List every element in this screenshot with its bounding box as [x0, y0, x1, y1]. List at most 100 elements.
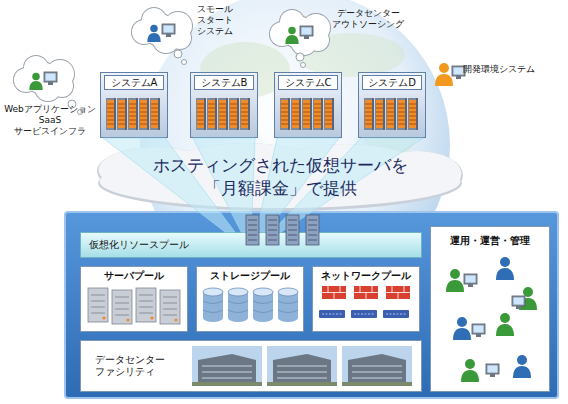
- node-text: 仮想化リソースプール: [81, 233, 421, 257]
- light-beam: [193, 138, 255, 232]
- caption-label: スモール スタート システム: [197, 4, 233, 37]
- node-text: ネットワークプール: [313, 270, 419, 282]
- storage-icon: [203, 288, 223, 322]
- user-icon: [147, 25, 161, 42]
- node-text: ホスティングされた仮想サーバを 「月額課金」で提供: [153, 154, 408, 200]
- light-beam: [103, 138, 235, 232]
- datacenter-photo: [342, 346, 412, 386]
- switch-icon: [319, 310, 345, 318]
- operator-icon: [446, 269, 464, 292]
- node-text: 運用・運営・管理: [431, 235, 549, 247]
- system-box: システムD: [358, 72, 426, 138]
- globe-land: [295, 33, 405, 77]
- switch-icon: [351, 310, 377, 318]
- server-rack: [302, 98, 312, 130]
- virtual-server: [306, 215, 319, 245]
- node-text: システムA: [104, 75, 164, 90]
- server-rack: [397, 98, 407, 130]
- thought-bubble: [269, 9, 331, 56]
- bubble-dot: [296, 53, 304, 61]
- node-text: システムD: [362, 75, 422, 90]
- node-text: ストレージプール: [197, 270, 303, 282]
- server-rack: [291, 98, 301, 130]
- user-icon: [435, 63, 453, 86]
- switch-icon: [383, 310, 409, 318]
- server-rack: [280, 98, 290, 130]
- server-rack: [218, 98, 228, 130]
- computer-icon: [162, 24, 175, 37]
- facility-box: データセンター ファシリティ: [80, 340, 422, 392]
- bubble-dot: [301, 63, 306, 68]
- server-rack: [324, 98, 334, 130]
- computer-icon: [472, 324, 485, 337]
- operator-icon: [496, 257, 514, 280]
- server-rack: [408, 98, 418, 130]
- virtual-server: [286, 215, 299, 245]
- server-rack: [313, 98, 323, 130]
- server-rack: [364, 98, 374, 130]
- server-rack: [386, 98, 396, 130]
- server-rack: [106, 98, 116, 130]
- server-rack: [375, 98, 385, 130]
- system-box: システムB: [190, 72, 258, 138]
- caption-label: 開発環境システム: [463, 64, 535, 75]
- server-icon: [112, 290, 132, 324]
- server-rack: [240, 98, 250, 130]
- operator-icon: [453, 317, 471, 340]
- node-text: データセンター ファシリティ: [95, 354, 165, 378]
- firewall-icon: [354, 286, 378, 299]
- bubble-dot: [174, 50, 182, 58]
- virtual-server: [266, 215, 279, 245]
- computer-icon: [512, 296, 525, 309]
- server-rack: [229, 98, 239, 130]
- platform-panel: [65, 212, 558, 398]
- datacenter-photo: [192, 346, 262, 386]
- pool-box: ストレージプール: [196, 266, 304, 332]
- bubble-dot: [182, 60, 187, 65]
- user-icon: [285, 27, 299, 44]
- node-text: システムB: [194, 75, 254, 90]
- server-rack: [139, 98, 149, 130]
- caption-label: Webアプリケーション SaaS サービスインフラ: [4, 104, 96, 137]
- storage-icon: [253, 288, 273, 322]
- pool-box: ネットワークプール: [312, 266, 420, 332]
- datacenter-photo: [267, 346, 337, 386]
- light-beam: [256, 138, 339, 232]
- cloud-band: ホスティングされた仮想サーバを 「月額課金」で提供: [95, 141, 465, 213]
- node-text: システムC: [278, 75, 338, 90]
- server-rack: [117, 98, 127, 130]
- storage-icon: [278, 288, 298, 322]
- system-box: システムA: [100, 72, 168, 138]
- firewall-icon: [386, 286, 410, 299]
- server-rack: [150, 98, 160, 130]
- server-rack: [128, 98, 138, 130]
- operator-icon: [461, 359, 479, 382]
- user-icon: [29, 73, 43, 90]
- computer-icon: [486, 364, 499, 377]
- server-icon: [88, 288, 108, 322]
- pool-band: 仮想化リソースプール: [80, 232, 422, 258]
- thought-bubble: [13, 55, 75, 102]
- firewall-icon: [322, 286, 346, 299]
- server-rack: [207, 98, 217, 130]
- server-icon: [160, 290, 180, 324]
- virtual-server: [246, 215, 259, 245]
- server-rack: [196, 98, 206, 130]
- operator-icon: [496, 313, 514, 336]
- computer-icon: [464, 274, 477, 287]
- ops-panel: 運用・運営・管理: [430, 226, 550, 392]
- server-icon: [136, 288, 156, 322]
- operator-icon: [519, 287, 537, 310]
- system-box: システムC: [274, 72, 342, 138]
- thought-bubble: [131, 7, 193, 54]
- light-beam: [271, 138, 423, 232]
- cloud-shape: [95, 141, 465, 213]
- node-text: サーバプール: [81, 270, 187, 282]
- storage-icon: [228, 288, 248, 322]
- operator-icon: [513, 355, 531, 378]
- caption-label: データセンター アウトソーシング: [332, 8, 404, 30]
- computer-icon: [300, 26, 313, 39]
- computer-icon: [44, 72, 57, 85]
